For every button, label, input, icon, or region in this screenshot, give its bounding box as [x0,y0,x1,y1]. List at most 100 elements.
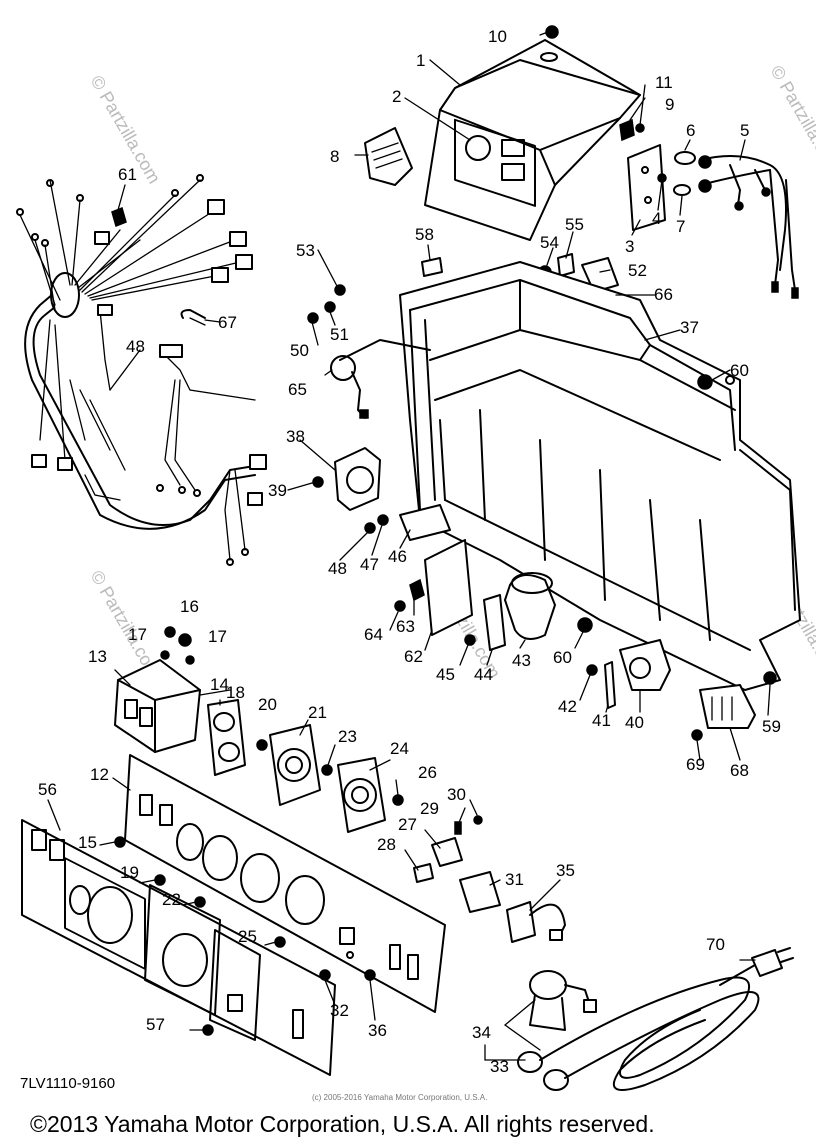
outlet-21 [269,724,321,806]
callout-15: 15 [78,833,97,852]
drawing-code: 7LV1110-9160 [20,1075,115,1092]
watermark: © Partzilla.com [767,62,816,177]
callout-46: 46 [388,547,407,566]
relay-40 [586,639,671,709]
callout-36: 36 [368,1021,387,1040]
callout-60b: 60 [553,648,572,667]
callout-22: 22 [162,890,181,909]
callout-19: 19 [120,863,139,882]
callout-30: 30 [447,785,466,804]
callout-60a: 60 [730,361,749,380]
callout-12: 12 [90,765,109,784]
callout-40: 40 [625,713,644,732]
outlet-24 [337,757,386,833]
callout-1: 1 [416,51,425,70]
callout-63: 63 [396,617,415,636]
cord-70 [517,947,794,1091]
outlet-18 [207,699,246,776]
callout-64: 64 [364,625,383,644]
callout-26: 26 [418,763,437,782]
callout-14: 14 [210,675,229,694]
callout-48b: 48 [126,337,145,356]
callout-24: 24 [390,739,409,758]
callout-69: 69 [686,755,705,774]
callout-10: 10 [488,27,507,46]
callout-59: 59 [762,717,781,736]
callout-7: 7 [676,217,685,236]
callout-38: 38 [286,427,305,446]
callout-53: 53 [296,241,315,260]
callout-18: 18 [226,683,245,702]
transformer-38 [312,447,381,511]
control-box-cover [424,39,641,241]
circuit-breaker-13 [114,626,201,753]
callout-25: 25 [238,927,257,946]
callouts: 1 2 3 4 5 6 7 8 9 10 11 12 13 14 15 16 1… [38,27,781,1076]
footer-copyright: ©2013 Yamaha Motor Corporation, U.S.A. A… [30,1111,655,1137]
callout-17a: 17 [128,625,147,644]
callout-21: 21 [308,703,327,722]
label-58 [421,257,443,277]
callout-48a: 48 [328,559,347,578]
callout-70: 70 [706,935,725,954]
callout-6: 6 [686,121,695,140]
callout-4: 4 [652,209,661,228]
callout-66: 66 [654,285,673,304]
small-copyright: (c) 2005-2016 Yamaha Motor Corporation, … [312,1093,487,1102]
callout-65: 65 [288,380,307,399]
callout-33: 33 [490,1057,509,1076]
parts-59-68-69 [691,671,777,741]
callout-2: 2 [392,87,401,106]
callout-41: 41 [592,711,611,730]
sensor-65 [330,339,431,419]
plate-46 [364,504,451,541]
callout-61: 61 [118,165,137,184]
callout-42: 42 [558,697,577,716]
capacitor-43 [464,572,556,651]
callout-34: 34 [472,1023,491,1042]
callout-27: 27 [398,815,417,834]
switch-31 [459,871,501,913]
callout-62: 62 [404,647,423,666]
meter-34 [529,970,597,1031]
callout-47: 47 [360,555,379,574]
callout-67: 67 [218,313,237,332]
callout-17b: 17 [208,627,227,646]
grommet-60 [577,374,713,633]
callout-16: 16 [180,597,199,616]
callout-11: 11 [655,73,673,92]
main-frame-37 [399,261,801,691]
callout-23: 23 [338,727,357,746]
callout-44: 44 [474,665,493,684]
callout-50: 50 [290,341,309,360]
bracket-3 [619,118,667,231]
callout-52: 52 [628,261,647,280]
screw-10 [545,25,559,39]
switch-27-29 [413,821,463,883]
callout-39: 39 [268,481,287,500]
callout-68: 68 [730,761,749,780]
board-62 [394,539,473,636]
callout-5: 5 [740,121,749,140]
callout-56: 56 [38,780,57,799]
callout-37: 37 [680,318,699,337]
callout-58: 58 [415,225,434,244]
callout-3: 3 [625,237,634,256]
callout-20: 20 [258,695,277,714]
callout-55: 55 [565,215,584,234]
callout-31: 31 [505,870,524,889]
callout-43: 43 [512,651,531,670]
callout-8: 8 [330,147,339,166]
wiring-harness-48 [16,174,267,566]
callout-13: 13 [88,647,107,666]
screws-50-53 [307,284,346,324]
front-panel-56 [21,819,336,1076]
panel-screws [99,836,376,1036]
panel-piece-8 [364,127,413,186]
callout-57: 57 [146,1015,165,1034]
lamp-harness-5 [673,151,799,299]
callout-32: 32 [330,1001,349,1020]
callout-9: 9 [665,95,674,114]
sub-panel-12 [124,754,446,1013]
